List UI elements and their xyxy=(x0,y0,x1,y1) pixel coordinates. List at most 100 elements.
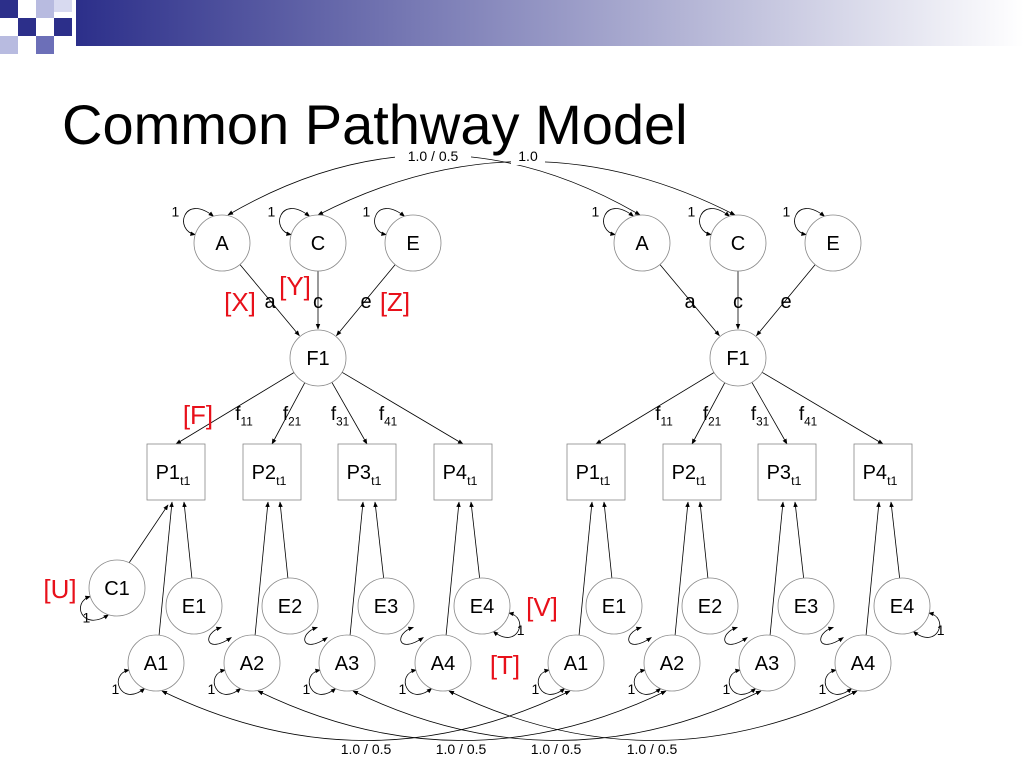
t2-variance-E1-arrow xyxy=(628,626,652,645)
t2-phenotype-3-label: P3t1 xyxy=(767,462,802,488)
t2-variance-A2-label: 1 xyxy=(628,681,636,697)
t2-common-C-label: C xyxy=(731,233,745,255)
t2-loading-1 xyxy=(595,372,715,445)
t2-specific-A-path-1 xyxy=(578,501,594,636)
t1-specific-E-path-3 xyxy=(373,501,385,579)
t1-specific-A2-label: A2 xyxy=(240,653,264,675)
t2-path-a-label: a xyxy=(684,291,696,313)
t1-path-a-label: a xyxy=(264,291,276,313)
t2-specific-A-path-4 xyxy=(865,501,881,636)
t2-specific-A-path-2 xyxy=(674,501,690,636)
t2-specific-A3 xyxy=(738,634,796,692)
corr-specific-A3-label-bg xyxy=(517,742,595,758)
t2-phenotype-3 xyxy=(757,443,817,501)
t2-loading-4 xyxy=(761,371,884,445)
t2-loading-2 xyxy=(691,382,726,445)
t1-loading-label-4: f41 xyxy=(379,404,397,429)
corr-common-C xyxy=(317,161,736,216)
edges-layer xyxy=(80,154,940,741)
t2-variance-E4 xyxy=(912,611,940,638)
t2-specific-E-path-3 xyxy=(793,501,805,579)
t2-specific-A2-label: A2 xyxy=(660,653,684,675)
annotation-Y: [Y] xyxy=(279,271,311,301)
t2-loading-label-1: f11 xyxy=(655,404,673,429)
t2-variance-E4-label: 1 xyxy=(937,622,945,638)
t2-common-E-label: E xyxy=(826,233,839,255)
t2-loading-label-2: f21 xyxy=(703,404,721,429)
t1-phenotype-3 xyxy=(337,443,397,501)
t2-phenotype-1 xyxy=(566,443,626,501)
t2-specific-E1-label: E1 xyxy=(602,596,626,618)
corr-specific-A1-label: 1.0 / 0.5 xyxy=(341,741,392,757)
t2-common-E xyxy=(804,214,862,272)
t1-path-e xyxy=(336,264,396,337)
t2-variance-C-label: 1 xyxy=(688,204,696,220)
t2-specific-E-path-1 xyxy=(602,501,613,579)
deco-square xyxy=(18,18,36,36)
corner-decoration xyxy=(0,0,72,54)
t1-specific-A-path-1 xyxy=(158,501,174,636)
t1-loading-1 xyxy=(175,372,295,445)
t1-variance-A3-label: 1 xyxy=(303,681,311,697)
header-gradient-bar xyxy=(76,0,1024,46)
corr-common-C-label: 1.0 xyxy=(518,148,538,164)
t2-specific-A4 xyxy=(834,634,892,692)
t1-common-C xyxy=(289,214,347,272)
t2-common-A xyxy=(613,214,671,272)
t2-specific-E2-label: E2 xyxy=(698,596,722,618)
t2-variance-A-label: 1 xyxy=(592,204,600,220)
t1-variance-E4 xyxy=(492,611,520,638)
t1-path-a xyxy=(239,264,300,337)
deco-square xyxy=(36,36,54,54)
t1-variance-E-label: 1 xyxy=(363,204,371,220)
corr-common-C-label-bg xyxy=(511,149,545,165)
t1-variance-A4-label: 1 xyxy=(399,681,407,697)
specific-C1-label: C1 xyxy=(104,578,130,600)
t1-loading-3 xyxy=(331,382,368,445)
t1-phenotype-2 xyxy=(242,443,302,501)
t2-specific-E1 xyxy=(585,577,643,635)
t2-specific-A2 xyxy=(643,634,701,692)
t2-common-C xyxy=(709,214,767,272)
t1-specific-A2 xyxy=(223,634,281,692)
t1-phenotype-4 xyxy=(433,443,493,501)
t2-specific-A3-label: A3 xyxy=(755,653,779,675)
t2-specific-E2 xyxy=(681,577,739,635)
t2-specific-E-path-4 xyxy=(889,501,901,579)
t1-specific-A-path-3 xyxy=(349,501,365,636)
t2-loading-label-3: f31 xyxy=(751,404,769,429)
t1-specific-A-path-2 xyxy=(254,501,270,636)
t1-specific-E3-label: E3 xyxy=(374,596,398,618)
t1-variance-E3-arrow xyxy=(400,626,424,645)
deco-square xyxy=(0,36,18,54)
t2-specific-A4-label: A4 xyxy=(851,653,875,675)
t1-variance-A1 xyxy=(118,668,146,695)
corr-specific-A1 xyxy=(161,690,571,741)
t2-path-e xyxy=(756,264,816,337)
corr-specific-A2 xyxy=(257,690,667,741)
t1-phenotype-4-label: P4t1 xyxy=(443,462,478,488)
t2-phenotype-2 xyxy=(662,443,722,501)
t1-variance-A1-label: 1 xyxy=(112,681,120,697)
t1-common-E-label: E xyxy=(406,233,419,255)
t1-specific-E2 xyxy=(261,577,319,635)
t2-phenotype-4 xyxy=(853,443,913,501)
t2-path-c-label: c xyxy=(733,291,743,313)
t1-specific-A3 xyxy=(318,634,376,692)
t1-phenotype-2-label: P2t1 xyxy=(252,462,287,488)
t1-common-A-label: A xyxy=(215,233,229,255)
t1-common-E xyxy=(384,214,442,272)
t1-phenotype-1 xyxy=(146,443,206,501)
t1-phenotype-1-label: P1t1 xyxy=(156,462,191,488)
t1-specific-A4 xyxy=(414,634,472,692)
t1-specific-A1-label: A1 xyxy=(144,653,168,675)
t2-path-e-label: e xyxy=(780,291,791,313)
t1-specific-E1 xyxy=(165,577,223,635)
t2-common-A-label: A xyxy=(635,233,649,255)
t2-variance-E xyxy=(794,208,826,236)
t2-specific-A1 xyxy=(547,634,605,692)
t1-variance-A2-label: 1 xyxy=(208,681,216,697)
t2-variance-E2-arrow xyxy=(724,626,748,645)
annotation-V: [V] xyxy=(526,592,558,622)
